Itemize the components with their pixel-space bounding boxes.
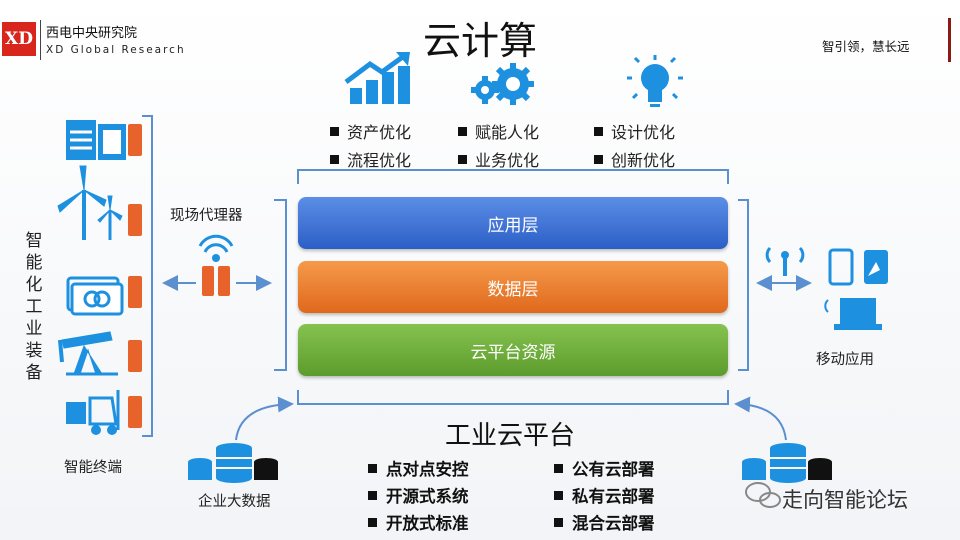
arrow-enterprise-platform (235, 396, 294, 441)
platform-features-left: 点对点安控 开源式系统 开放式标准 (368, 456, 469, 534)
terminals-label: 智能终端 (64, 460, 122, 476)
cloud-resource-layer-label: 云平台资源 (470, 342, 556, 363)
platform-feature-item: 开源式系统 (368, 483, 469, 507)
feature-item: 业务优化 (458, 147, 539, 171)
lightbulb-icon (627, 55, 683, 107)
platform-title: 工业云平台 (445, 421, 576, 451)
feature-item: 创新优化 (594, 147, 675, 171)
right-database-icon (742, 443, 832, 483)
application-layer-label: 应用层 (487, 215, 539, 236)
cash-icon (66, 276, 124, 316)
slogan-bar (948, 18, 951, 62)
forklift-icon (66, 390, 120, 435)
platform-feature-item: 开放式标准 (368, 510, 469, 534)
slogan: 智引领，慧长远 (822, 39, 910, 54)
org-name-en: XD Global Research (46, 44, 186, 56)
bottom-bracket (297, 390, 729, 405)
proxy-label: 现场代理器 (170, 208, 243, 224)
org-name-cn: 西电中央研究院 (46, 26, 138, 41)
proxy-router-icon (198, 234, 234, 296)
right-layer-bracket (738, 199, 749, 371)
feature-item: 流程优化 (330, 147, 411, 171)
enterprise-database-icon (188, 443, 278, 483)
feature-list-3: 设计优化 创新优化 (594, 119, 675, 171)
left-layer-bracket (274, 199, 287, 371)
mobile-label: 移动应用 (816, 352, 874, 368)
data-layer-label: 数据层 (487, 279, 539, 300)
oil-pump-icon (58, 331, 118, 376)
application-layer: 应用层 (298, 197, 728, 249)
platform-features-right: 公有云部署 私有云部署 混合云部署 (554, 456, 655, 534)
data-layer: 数据层 (298, 261, 728, 313)
factory-icon (66, 120, 126, 160)
wind-turbine-icon (57, 165, 123, 240)
mobile-devices-icon (765, 246, 888, 330)
arrow-right-data-platform (734, 396, 787, 441)
watermark-text: 走向智能论坛 (782, 488, 908, 512)
xd-logo: XD (2, 22, 36, 56)
server-icons (128, 124, 142, 428)
bar-chart-growth-icon (344, 52, 410, 104)
cloud-resource-layer: 云平台资源 (298, 324, 728, 376)
feature-item: 赋能人化 (458, 119, 539, 143)
platform-feature-item: 公有云部署 (554, 456, 655, 480)
top-bracket (297, 169, 729, 184)
wechat-icon (745, 482, 781, 508)
equipment-bracket (142, 115, 153, 437)
platform-feature-item: 混合云部署 (554, 510, 655, 534)
logo-divider (40, 20, 41, 60)
platform-feature-item: 私有云部署 (554, 483, 655, 507)
equipment-vertical-label: 智能化工业装备 (25, 231, 43, 383)
feature-list-1: 资产优化 流程优化 (330, 119, 411, 171)
enterprise-data-label: 企业大数据 (198, 494, 271, 510)
feature-list-2: 赋能人化 业务优化 (458, 119, 539, 171)
page-title: 云计算 (422, 19, 537, 63)
feature-item: 设计优化 (594, 119, 675, 143)
gears-icon (471, 63, 534, 105)
feature-item: 资产优化 (330, 119, 411, 143)
platform-feature-item: 点对点安控 (368, 456, 469, 480)
